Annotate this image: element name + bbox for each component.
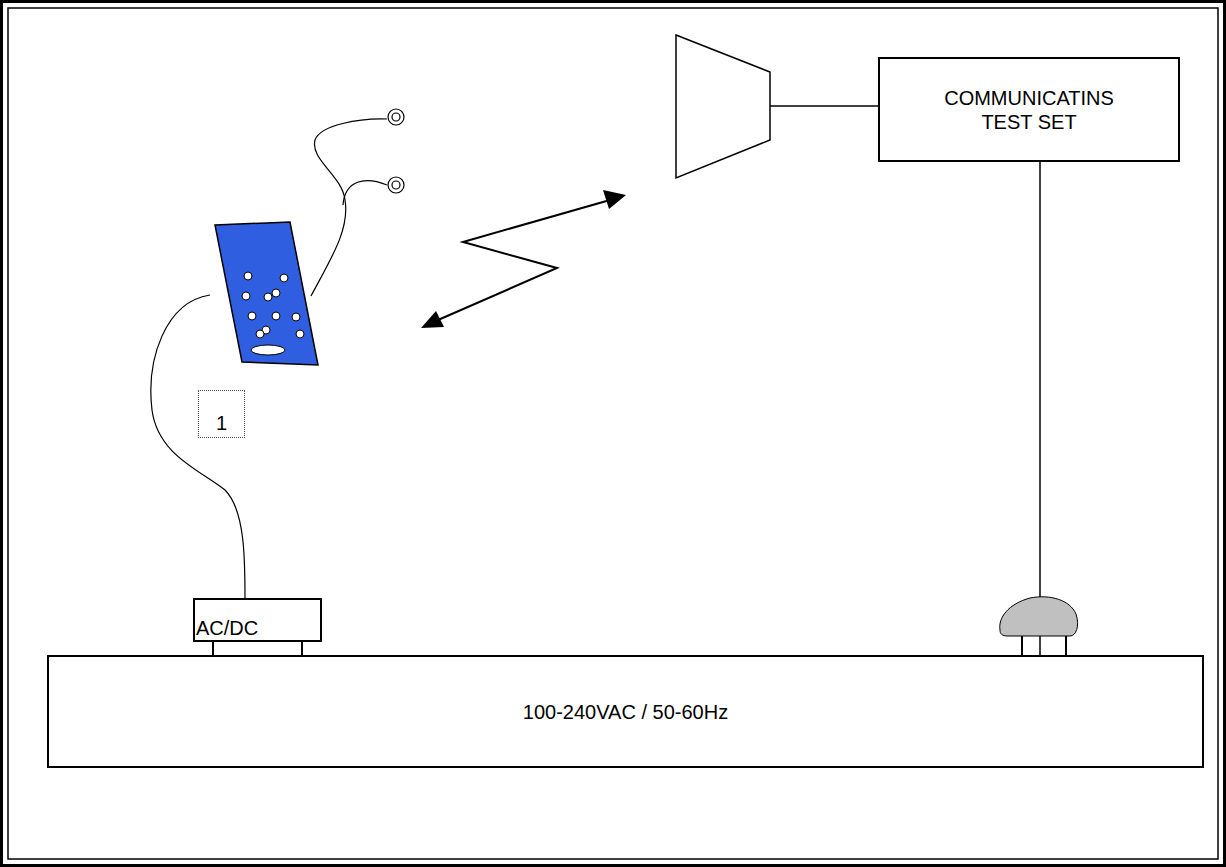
plug-pin (1021, 634, 1023, 656)
phone-key (242, 292, 250, 300)
adapter-box: AC/DC (193, 598, 322, 642)
phone-key (244, 272, 252, 280)
phone-key (256, 330, 264, 338)
earbud (388, 177, 404, 193)
connector-line (1039, 162, 1041, 655)
phone-key (272, 312, 280, 320)
node-text: AC/DC (196, 616, 258, 640)
antenna-cable (770, 105, 878, 107)
antenna-symbol (676, 35, 770, 178)
earbud (392, 113, 400, 121)
mobile-phone (215, 222, 318, 365)
earphone-wire (311, 119, 387, 296)
connector-layer (1040, 162, 1041, 655)
phone-key (280, 274, 288, 282)
power-strip: 100-240VAC / 50-60Hz (47, 655, 1204, 768)
arrow-head (421, 311, 444, 328)
phone-key (264, 293, 272, 301)
power-plug (1000, 597, 1078, 636)
radio-link (438, 200, 610, 320)
node-text: 100-240VAC / 50-60Hz (523, 700, 728, 724)
phone-key (272, 289, 280, 297)
phone-key (292, 313, 300, 321)
phone-body (215, 222, 318, 365)
arrow-head (603, 190, 626, 209)
phone-key (251, 345, 285, 355)
phone-key (248, 312, 256, 320)
node-text: COMMUNICATINS TEST SET (944, 86, 1114, 134)
charger-cable (151, 295, 245, 598)
test-set-box: COMMUNICATINS TEST SET (878, 57, 1180, 162)
earphone-wire (343, 181, 387, 205)
earbud (388, 109, 404, 125)
plug-pin (1065, 634, 1067, 656)
callout-number: 1 (198, 390, 245, 438)
inner-frame (8, 8, 1218, 859)
adapter-pin (212, 640, 214, 656)
adapter-pin (301, 640, 303, 656)
phone-key (296, 330, 304, 338)
earbud (392, 181, 400, 189)
